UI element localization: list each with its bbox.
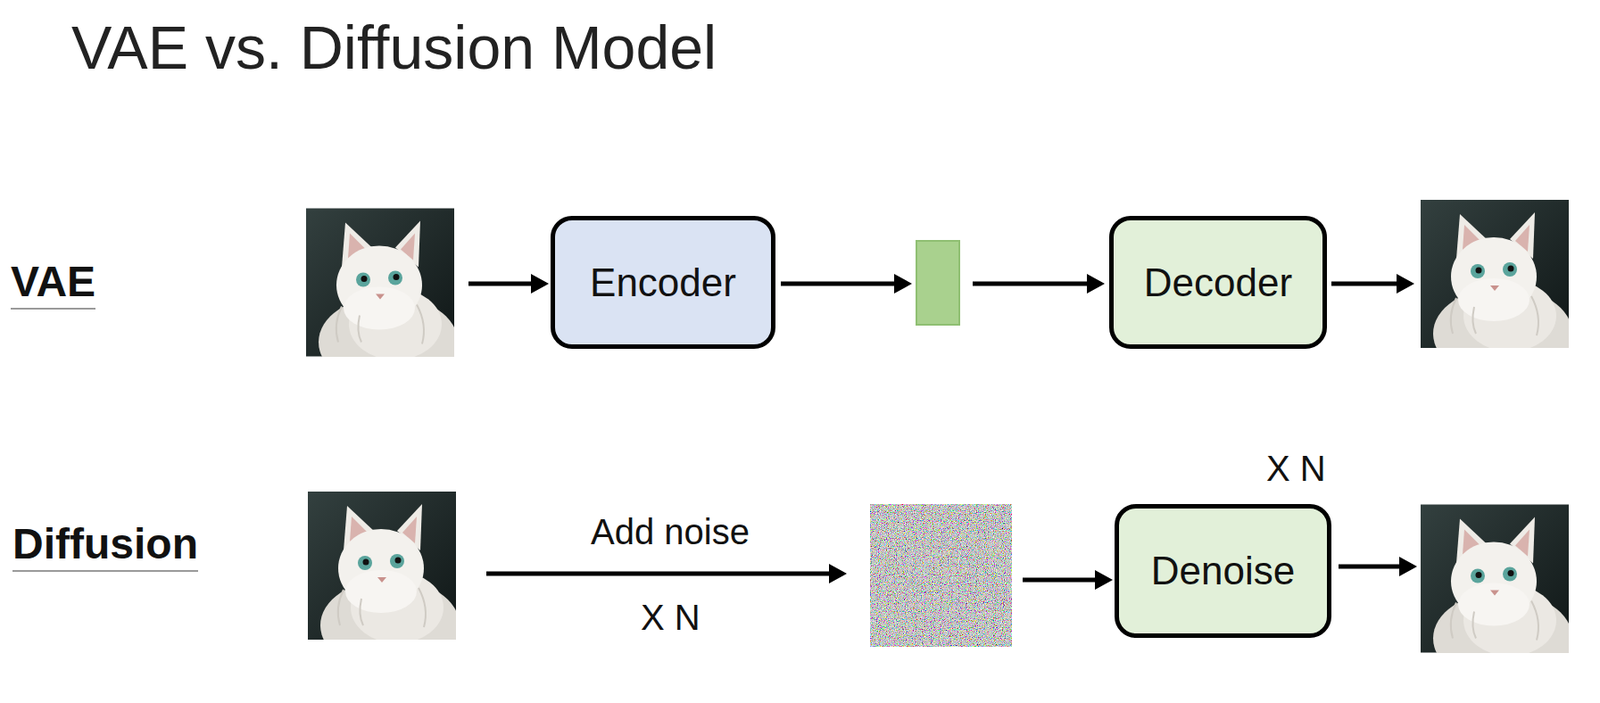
arrow-note: X N	[1266, 448, 1327, 490]
note-text: X N	[640, 597, 701, 638]
latent-vector	[916, 240, 960, 325]
box-label: Decoder	[1144, 260, 1293, 306]
title-wrap: VAE vs. Diffusion Model	[71, 12, 717, 83]
box-label: Denoise	[1151, 548, 1295, 594]
cat-image	[1420, 505, 1573, 686]
process-box: Denoise	[1114, 504, 1332, 639]
noise-image	[870, 504, 1012, 647]
row-heading: Diffusion	[12, 519, 199, 573]
note-text: Add noise	[590, 512, 750, 552]
title: VAE vs. Diffusion Model	[71, 13, 717, 82]
box-label: Encoder	[589, 260, 737, 306]
row-heading: VAE	[10, 256, 96, 310]
note-text: X N	[1266, 448, 1327, 489]
process-box: Decoder	[1109, 215, 1327, 349]
arrow-note: Add noise	[590, 512, 750, 553]
process-box: Encoder	[550, 215, 776, 349]
cat-image	[1420, 199, 1573, 381]
row-heading-text: VAE	[10, 257, 96, 306]
cat-image	[306, 208, 458, 390]
cat-image	[307, 491, 460, 672]
row-heading-text: Diffusion	[12, 520, 199, 568]
arrow-note: X N	[640, 597, 701, 639]
